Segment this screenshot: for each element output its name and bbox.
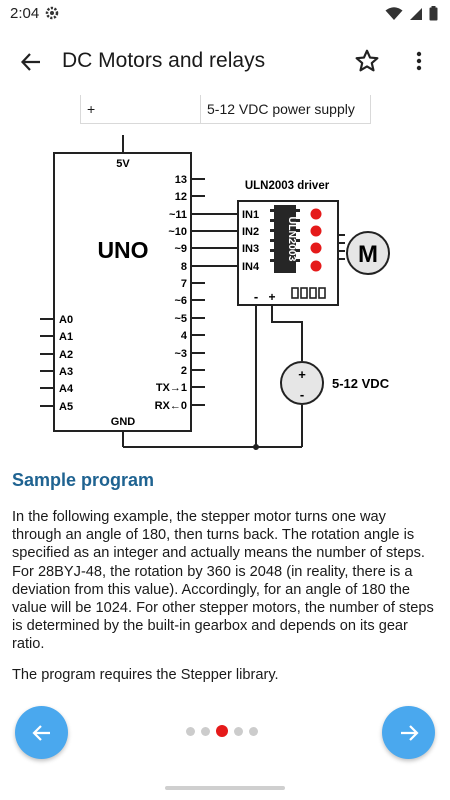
star-icon xyxy=(355,49,379,72)
settings-gear-icon xyxy=(44,5,60,26)
section-heading: Sample program xyxy=(12,470,155,490)
pin-a2: A2 xyxy=(59,349,73,361)
right-pin-labels: 13 12 ~11 ~10 ~9 8 7 ~6 ~5 4 ~3 2 TX→1 R… xyxy=(155,174,188,412)
driver-plus-label: + xyxy=(268,290,275,304)
more-vert-icon xyxy=(416,51,422,71)
app-bar: DC Motors and relays xyxy=(0,28,450,94)
more-options-button[interactable] xyxy=(404,44,434,78)
right-pin-stubs xyxy=(191,178,205,406)
pin-5: ~5 xyxy=(174,313,187,325)
supply-plus-label: + xyxy=(298,367,306,382)
pin-4: 4 xyxy=(181,330,188,342)
battery-icon xyxy=(429,6,438,26)
driver-label: ULN2003 driver xyxy=(245,180,330,192)
power-supply xyxy=(280,361,324,405)
chip-label: ULN2003 xyxy=(286,217,298,262)
pin-tx: TX→1 xyxy=(156,382,187,394)
table-cell-sign: + xyxy=(81,95,201,123)
pin-rx: RX←0 xyxy=(155,400,187,412)
page-dot[interactable] xyxy=(216,725,228,737)
back-button[interactable] xyxy=(14,45,48,79)
table-cell-description: 5-12 VDC power supply xyxy=(207,101,355,117)
driver-minus-label: - xyxy=(254,289,258,304)
input-in1: IN1 xyxy=(242,209,259,221)
power-wires xyxy=(255,305,303,447)
pin-a5: A5 xyxy=(59,401,73,413)
pin-9: ~9 xyxy=(174,243,187,255)
page-dot[interactable] xyxy=(234,726,243,736)
signal-wires xyxy=(205,213,238,267)
pin-6: ~6 xyxy=(174,295,187,307)
page-dot[interactable] xyxy=(201,726,210,736)
uln2003-chip xyxy=(274,205,296,273)
pin-a3: A3 xyxy=(59,366,73,378)
status-time: 2:04 xyxy=(10,5,40,22)
label-gnd: GND xyxy=(111,416,136,428)
wiring-diagram: 5V UNO GND 13 12 ~11 ~10 ~9 8 7 ~6 ~5 4 … xyxy=(40,135,390,450)
paragraph-1: In the following example, the stepper mo… xyxy=(12,509,434,653)
signal-icon xyxy=(409,7,423,26)
motor xyxy=(346,231,390,275)
motor-connector xyxy=(291,287,326,299)
supply-minus-label: - xyxy=(300,387,304,402)
arduino-board xyxy=(53,152,192,432)
analog-pin-labels: A0 A1 A2 A3 A4 A5 xyxy=(59,314,74,413)
status-leds xyxy=(310,208,322,272)
pin-11: ~11 xyxy=(169,209,187,221)
pin-10: ~10 xyxy=(168,226,187,238)
page-dot[interactable] xyxy=(249,726,258,736)
input-in3: IN3 xyxy=(242,243,259,255)
page-title: DC Motors and relays xyxy=(62,49,266,72)
input-in2: IN2 xyxy=(242,226,259,238)
driver-input-labels: IN1 IN2 IN3 IN4 xyxy=(242,209,260,273)
supply-voltage-label: 5-12 VDC xyxy=(332,376,390,391)
power-table-row: + 5-12 VDC power supply xyxy=(80,95,371,124)
page-dot[interactable] xyxy=(186,726,195,736)
pin-7: 7 xyxy=(181,278,187,290)
pin-a0: A0 xyxy=(59,314,73,326)
next-page-button[interactable] xyxy=(382,706,435,759)
arrow-left-icon xyxy=(31,724,50,741)
board-name: UNO xyxy=(97,237,148,263)
label-5v: 5V xyxy=(116,158,130,170)
home-indicator[interactable] xyxy=(165,786,285,790)
pin-a4: A4 xyxy=(59,383,74,395)
page-indicator xyxy=(186,725,258,737)
arrow-left-icon xyxy=(20,53,40,71)
wifi-icon xyxy=(385,6,403,26)
paragraph-2: The program requires the Stepper library… xyxy=(12,667,279,683)
pin-3: ~3 xyxy=(174,348,187,360)
pin-a1: A1 xyxy=(59,331,73,343)
pin-2: 2 xyxy=(181,365,187,377)
favorite-button[interactable] xyxy=(350,44,384,78)
pin-12: 12 xyxy=(175,191,187,203)
arrow-right-icon xyxy=(400,724,419,741)
previous-page-button[interactable] xyxy=(15,706,68,759)
motor-label: M xyxy=(358,241,378,268)
pin-8: 8 xyxy=(181,261,187,273)
input-in4: IN4 xyxy=(242,261,260,273)
pin-13: 13 xyxy=(175,174,187,186)
status-bar: 2:04 xyxy=(0,0,450,28)
analog-pin-stubs xyxy=(40,318,54,407)
